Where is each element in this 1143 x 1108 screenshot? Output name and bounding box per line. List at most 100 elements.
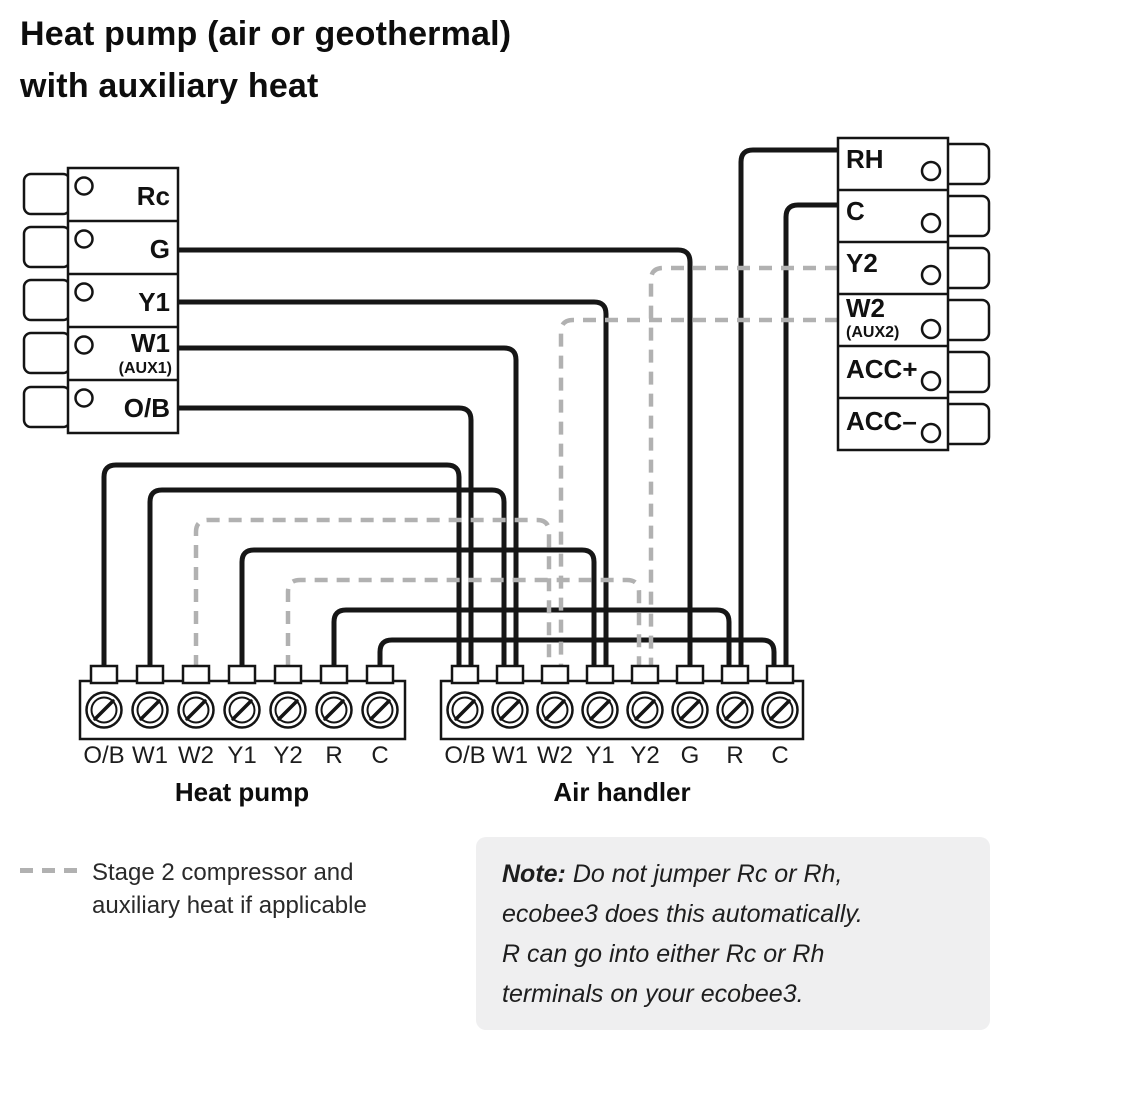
ah-terminal-label: C <box>771 742 788 769</box>
terminal-hole <box>74 282 94 302</box>
terminal-label-w2: W2 <box>846 293 885 323</box>
page-title-line2: with auxiliary heat <box>20 67 319 105</box>
hp-terminal-label: W1 <box>132 742 168 769</box>
wire-g-thermostat-to-airhandler <box>178 247 693 668</box>
hp-terminal-label: Y1 <box>227 742 256 769</box>
wire-cap <box>720 664 750 685</box>
terminal-label-accminus: ACC– <box>846 406 917 436</box>
hp-terminal-label: Y2 <box>273 742 302 769</box>
wire-cap <box>135 664 165 685</box>
note-prefix: Note: <box>502 860 566 888</box>
wire-cap <box>675 664 705 685</box>
wire-cap <box>630 664 660 685</box>
note-line3: R can go into either Rc or Rh <box>502 940 825 968</box>
wire-cap <box>89 664 119 685</box>
terminal-hole <box>920 370 942 392</box>
ah-terminal-label: W1 <box>492 742 528 769</box>
page-title: Heat pump (air or geothermal) with auxil… <box>20 8 511 112</box>
note-line4: terminals on your ecobee3. <box>502 980 804 1008</box>
terminal-label-y2: Y2 <box>846 248 878 278</box>
ah-terminal-label: G <box>681 742 700 769</box>
air-handler-strip: O/B W1 W2 Y1 Y2 G R C Air handler <box>439 664 805 807</box>
wire-ob-heatpump-to-airhandler <box>101 462 462 668</box>
terminal-hole <box>920 422 942 444</box>
wire-cap <box>585 664 615 685</box>
terminal-label-w1: W1 <box>131 328 170 358</box>
wire-tab <box>941 246 991 290</box>
wire-cap <box>495 664 525 685</box>
terminal-screw <box>446 691 799 729</box>
wire-cap <box>227 664 257 685</box>
terminal-hole <box>74 229 94 249</box>
ah-terminal-label: W2 <box>537 742 573 769</box>
wire-tab <box>22 225 72 269</box>
air-handler-title: Air handler <box>553 777 690 807</box>
terminal-hole <box>920 212 942 234</box>
terminal-screw <box>85 691 399 729</box>
wires-dashed <box>193 265 838 668</box>
wire-c-thermostat-to-airhandler <box>783 202 838 668</box>
ah-terminal-label: Y2 <box>630 742 659 769</box>
terminal-label-ob: O/B <box>124 393 170 423</box>
terminal-hole <box>920 264 942 286</box>
page-title-line1: Heat pump (air or geothermal) <box>20 15 512 53</box>
wire-tab <box>22 172 72 216</box>
terminal-label-g: G <box>150 234 170 264</box>
legend-line1: Stage 2 compressor and <box>92 859 354 886</box>
wire-cap <box>365 664 395 685</box>
wire-w1-heatpump-to-airhandler <box>147 487 507 668</box>
wire-w2-thermostat-to-airhandler <box>558 317 838 668</box>
wire-cap <box>319 664 349 685</box>
legend-line2: auxiliary heat if applicable <box>92 892 367 919</box>
ah-terminal-label: O/B <box>444 742 485 769</box>
wire-tab <box>941 194 991 238</box>
terminal-sublabel-aux2: (AUX2) <box>846 324 899 341</box>
wires-solid <box>101 147 838 668</box>
terminal-label-accplus: ACC+ <box>846 354 918 384</box>
wire-cap <box>765 664 795 685</box>
heat-pump-strip: O/B W1 W2 Y1 Y2 R C Heat pump <box>78 664 407 807</box>
wire-y1-heatpump-to-airhandler <box>239 547 597 668</box>
note-box: Note: Do not jumper Rc or Rh, ecobee3 do… <box>476 837 990 1030</box>
hp-terminal-label: R <box>325 742 342 769</box>
thermostat-right-block: RH C Y2 W2 (AUX2) ACC+ ACC– <box>836 136 991 452</box>
wire-tab <box>22 278 72 322</box>
terminal-hole <box>74 176 94 196</box>
wire-y1-thermostat-to-airhandler <box>178 299 609 668</box>
wire-y2-thermostat-to-airhandler <box>648 265 838 668</box>
terminal-hole <box>920 160 942 182</box>
wire-tab <box>22 331 72 375</box>
dashed-line-sample <box>20 868 82 873</box>
hp-terminal-label: C <box>371 742 388 769</box>
wire-tab <box>941 350 991 394</box>
wire-r-heatpump-to-airhandler <box>331 607 732 668</box>
legend-text: Stage 2 compressor and auxiliary heat if… <box>92 856 367 922</box>
ah-terminal-label: R <box>726 742 743 769</box>
ah-terminal-label: Y1 <box>585 742 614 769</box>
wire-cap <box>540 664 570 685</box>
terminal-hole <box>74 388 94 408</box>
terminal-label-rc: Rc <box>137 181 170 211</box>
wire-rh-thermostat-to-airhandler <box>738 147 838 668</box>
terminal-label-c: C <box>846 196 865 226</box>
terminal-label-rh: RH <box>846 144 884 174</box>
wire-tab <box>941 142 991 186</box>
hp-terminal-label: W2 <box>178 742 214 769</box>
thermostat-left-block: Rc G Y1 W1 (AUX1) O/B <box>22 166 180 435</box>
note-line2: ecobee3 does this automatically. <box>502 900 863 928</box>
wire-w2-heatpump-to-airhandler <box>193 517 552 668</box>
wire-tab <box>22 385 72 429</box>
terminal-sublabel-aux1: (AUX1) <box>119 360 172 377</box>
legend: Stage 2 compressor and auxiliary heat if… <box>20 856 367 922</box>
note-line1-text: Do not jumper Rc or Rh, <box>572 860 843 888</box>
note-line1: Note: Do not jumper Rc or Rh, <box>502 854 964 894</box>
terminal-hole <box>74 335 94 355</box>
wire-ob-thermostat-to-airhandler <box>178 405 474 668</box>
hp-terminal-label: O/B <box>83 742 124 769</box>
wire-c-heatpump-to-airhandler <box>377 637 777 668</box>
heat-pump-title: Heat pump <box>175 777 309 807</box>
wire-cap <box>450 664 480 685</box>
terminal-label-y1: Y1 <box>138 287 170 317</box>
